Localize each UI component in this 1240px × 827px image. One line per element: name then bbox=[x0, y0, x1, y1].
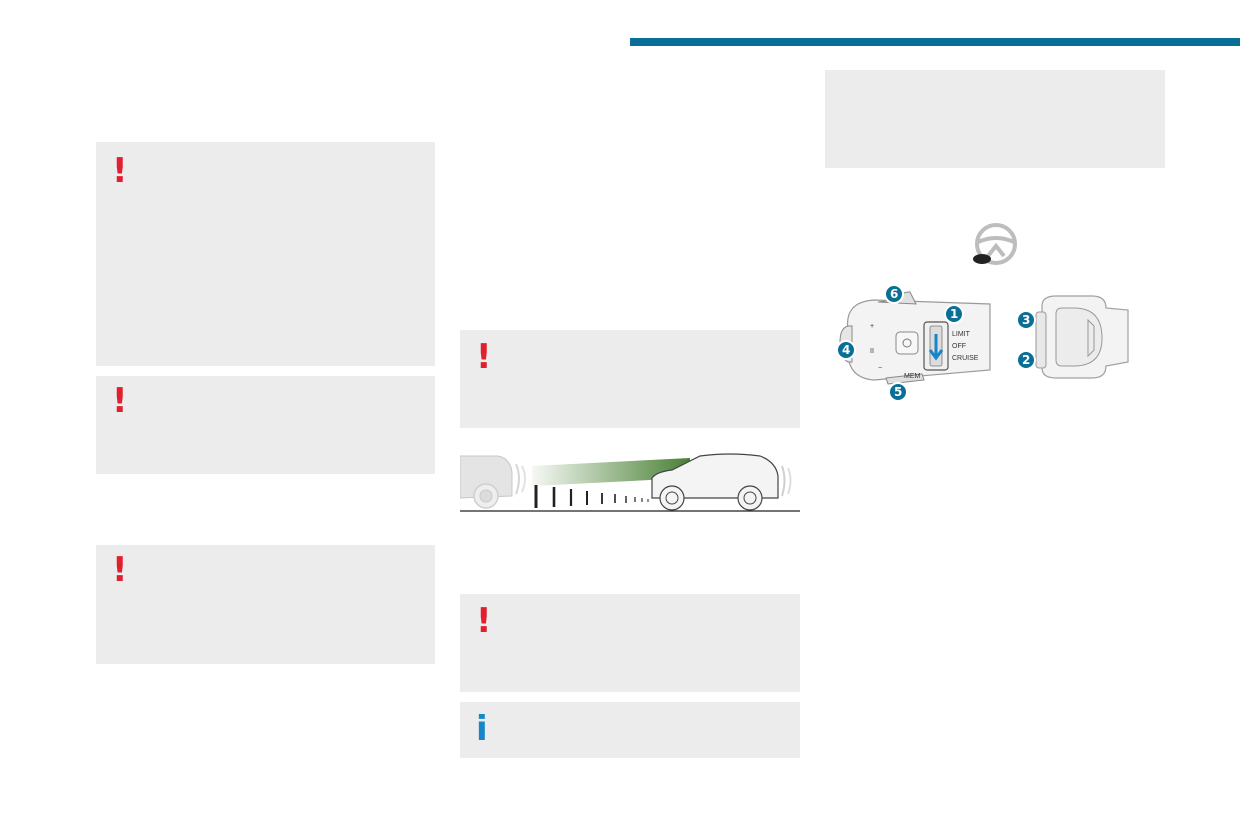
warning-icon: ! bbox=[112, 381, 128, 421]
cruise-control-stalk-diagram: + II − MEM LIMIT OFF CRUISE 1 6 4 5 3 2 bbox=[836, 284, 1129, 402]
callout-2: 2 bbox=[1016, 350, 1036, 370]
plus-label: + bbox=[870, 323, 874, 330]
callout-5: 5 bbox=[888, 382, 908, 402]
radar-symbol bbox=[895, 331, 919, 355]
vehicle-ahead bbox=[460, 455, 526, 509]
mem-label: MEM bbox=[904, 373, 921, 380]
info-icon: i bbox=[476, 709, 488, 749]
warning-note-box: ! bbox=[96, 142, 435, 366]
selector-label-cruise: CRUISE bbox=[952, 355, 979, 362]
mem-button bbox=[885, 373, 925, 385]
svg-text:4: 4 bbox=[842, 343, 850, 357]
selector-label-limit: LIMIT bbox=[952, 331, 971, 338]
radar-beam bbox=[532, 458, 690, 486]
stalk-body bbox=[846, 299, 991, 381]
right-note-box bbox=[825, 70, 1165, 168]
warning-icon: ! bbox=[476, 601, 492, 641]
warning-note-box: ! bbox=[96, 376, 435, 474]
svg-text:5: 5 bbox=[894, 385, 902, 399]
callout-3: 3 bbox=[1016, 310, 1036, 330]
callout-6: 6 bbox=[884, 284, 904, 304]
warning-note-box: ! bbox=[460, 594, 800, 692]
callout-4: 4 bbox=[836, 340, 856, 360]
own-vehicle bbox=[651, 453, 792, 511]
info-note-box: i bbox=[460, 702, 800, 758]
warning-note-box: ! bbox=[96, 545, 435, 664]
pause-label: II bbox=[870, 348, 874, 355]
warning-icon: ! bbox=[112, 550, 128, 590]
callout-1: 1 bbox=[944, 304, 964, 324]
arrow-down-icon bbox=[928, 334, 944, 361]
steering-wheel-icon bbox=[973, 223, 1017, 265]
svg-text:2: 2 bbox=[1022, 353, 1030, 367]
warning-icon: ! bbox=[476, 337, 492, 377]
header-accent-bar bbox=[630, 38, 1240, 46]
warning-icon: ! bbox=[112, 151, 128, 191]
warning-note-box: ! bbox=[460, 330, 800, 428]
following-distance-illustration bbox=[460, 453, 800, 512]
distance-marks bbox=[534, 485, 649, 508]
selector-label-off: OFF bbox=[952, 343, 966, 350]
svg-text:1: 1 bbox=[950, 307, 958, 321]
svg-text:3: 3 bbox=[1022, 313, 1030, 327]
minus-label: − bbox=[878, 365, 882, 372]
svg-text:6: 6 bbox=[890, 287, 898, 301]
